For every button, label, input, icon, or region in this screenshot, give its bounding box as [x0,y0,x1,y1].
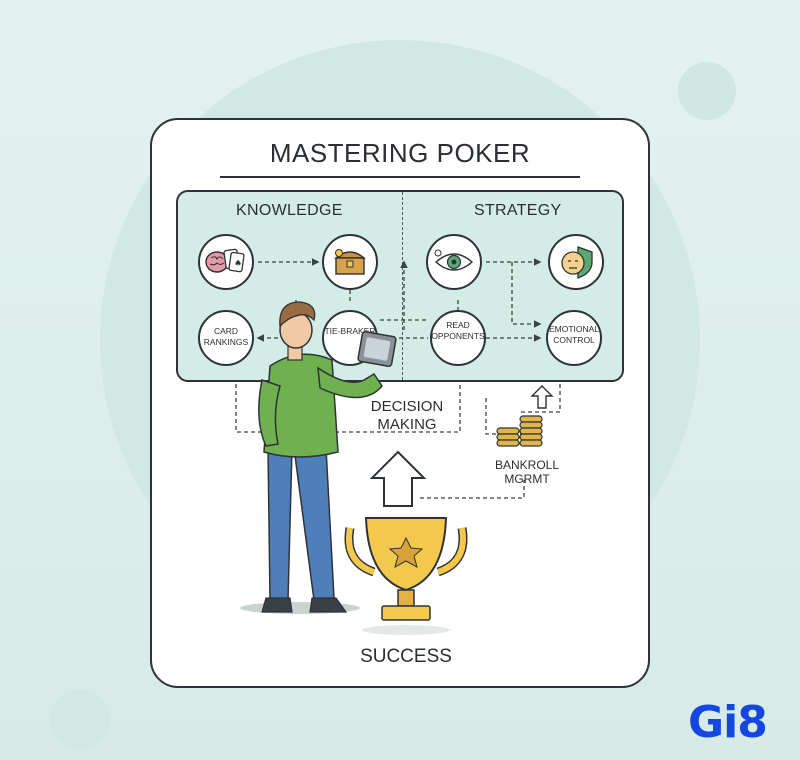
eye-icon [434,249,474,271]
background-circle-small [678,62,736,120]
background-circle-bottom-left [50,690,110,750]
brand-logo: Gi8 [688,697,768,748]
brain-cards-node: ♠ [198,234,254,290]
board-divider [402,192,403,380]
brain-icon: ♠ [205,248,245,273]
card-rankings-node [198,310,254,366]
read-opponents-node [430,310,486,366]
card-rankings-label: CARD RANKINGS [203,326,249,347]
section-label-strategy: STRATEGY [474,202,562,219]
title-underline [220,176,580,178]
treasure-chest-node [322,234,378,290]
emotional-control-node [546,310,602,366]
emotion-shield-node [548,234,604,290]
diagram-title: MASTERING POKER [269,138,531,168]
eye-node [426,234,482,290]
bankroll-label: BANKROLL MGRMT [494,458,560,486]
tie-breaker-label: TIE-BRAKER [324,326,376,336]
success-label: SUCCESS [360,646,452,667]
calm-face-shield-icon [561,246,593,279]
section-label-knowledge: KNOWLEDGE [236,202,343,219]
read-opponents-label: READ OPPONENTS [431,320,485,341]
decision-making-label: DECISION MAKING [370,398,444,433]
emotional-control-label: EMOTIONAL CONTROL [548,324,600,345]
treasure-chest-icon [334,249,366,275]
svg-text:♠: ♠ [234,259,242,269]
